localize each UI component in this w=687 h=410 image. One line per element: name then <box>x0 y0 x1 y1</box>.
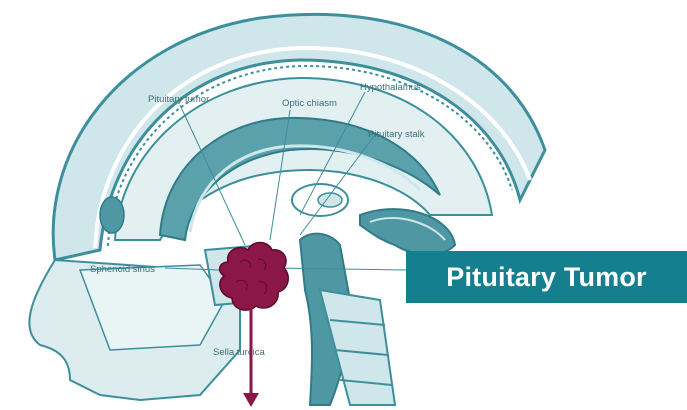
frontal-sinus <box>100 197 124 233</box>
label-pituitary-tumor-small: Pituitary tumor <box>148 94 209 105</box>
label-optic-chiasm: Optic chiasm <box>282 98 337 109</box>
callout-banner: Pituitary Tumor <box>406 251 687 303</box>
label-sphenoid-sinus: Sphenoid sinus <box>90 264 155 275</box>
label-pituitary-stalk: Pituitary stalk <box>368 129 425 140</box>
label-sella-turcica: Sella turcica <box>213 347 265 358</box>
label-hypothalamus: Hypothalamus <box>360 82 421 93</box>
callout-title: Pituitary Tumor <box>446 262 647 293</box>
